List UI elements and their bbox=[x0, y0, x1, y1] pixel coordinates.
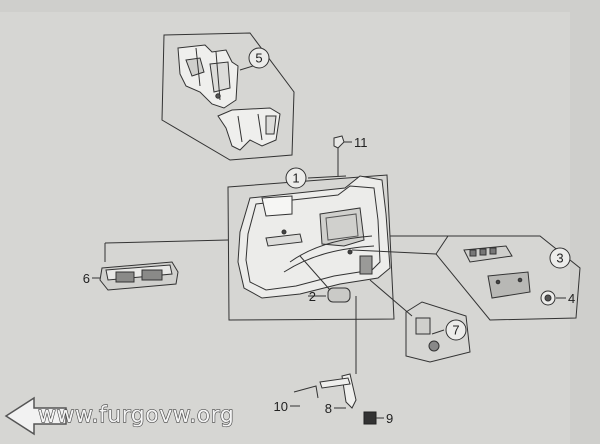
svg-text:6: 6 bbox=[83, 271, 90, 286]
svg-text:2: 2 bbox=[309, 289, 316, 304]
callout-4: 4 bbox=[568, 291, 575, 306]
callout-11: 11 bbox=[354, 135, 368, 150]
part-bracket-lower bbox=[217, 107, 281, 151]
part-clip-9 bbox=[363, 411, 377, 425]
svg-text:7: 7 bbox=[452, 323, 459, 338]
callout-3: 3 bbox=[549, 247, 571, 269]
callout-5: 5 bbox=[248, 47, 270, 69]
svg-text:10: 10 bbox=[274, 399, 288, 414]
part-handle-cover-2 bbox=[299, 255, 351, 303]
part-switch-panel bbox=[463, 245, 513, 263]
svg-text:4: 4 bbox=[568, 291, 575, 306]
part-pocket-cover bbox=[487, 271, 531, 299]
part-bracket-upper bbox=[177, 44, 239, 109]
part-clip-11 bbox=[333, 135, 345, 176]
callout-7: 7 bbox=[445, 319, 467, 341]
svg-text:1: 1 bbox=[292, 171, 299, 186]
callout-2: 2 bbox=[309, 289, 316, 304]
group-1-frame bbox=[227, 174, 395, 321]
part-bracket-8 bbox=[319, 373, 357, 409]
callout-6: 6 bbox=[83, 271, 90, 286]
group-7-frame bbox=[405, 301, 471, 363]
svg-text:5: 5 bbox=[255, 51, 262, 66]
watermark-text: www.furgovw.org bbox=[38, 403, 234, 428]
part-lock-7 bbox=[415, 317, 440, 352]
callout-9: 9 bbox=[386, 411, 393, 426]
svg-text:3: 3 bbox=[556, 251, 563, 266]
group-5-frame bbox=[161, 32, 295, 161]
svg-text:8: 8 bbox=[325, 401, 332, 416]
svg-text:9: 9 bbox=[386, 411, 393, 426]
part-armrest-6 bbox=[99, 261, 179, 291]
part-door-trim-panel bbox=[237, 175, 391, 299]
callout-1: 1 bbox=[285, 167, 307, 189]
callout-10: 10 bbox=[274, 399, 288, 414]
callout-8: 8 bbox=[325, 401, 332, 416]
arrow-left-icon bbox=[4, 396, 67, 436]
part-rod-10 bbox=[293, 385, 319, 399]
svg-text:11: 11 bbox=[354, 135, 368, 150]
part-knob-4 bbox=[540, 290, 556, 306]
watermark: www.furgovw.org bbox=[4, 396, 234, 436]
